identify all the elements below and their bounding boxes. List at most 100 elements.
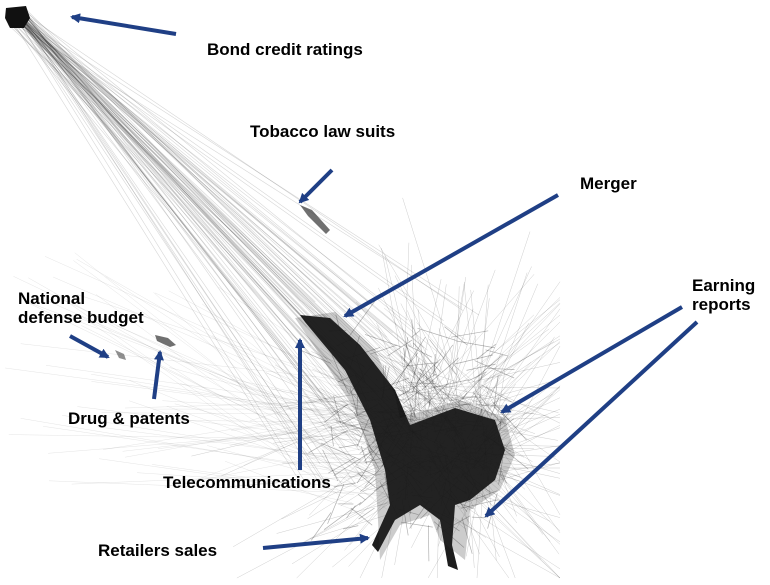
- network-edge: [411, 330, 421, 338]
- network-edge: [376, 322, 415, 422]
- network-edge: [11, 25, 403, 437]
- network-edge: [207, 445, 395, 497]
- network-edge: [414, 343, 442, 385]
- network-edge: [424, 290, 475, 386]
- network-edge: [296, 470, 406, 579]
- network-edge: [22, 17, 424, 348]
- network-edge: [11, 13, 444, 322]
- network-edge: [487, 413, 534, 416]
- network-edge: [409, 350, 418, 433]
- network-edge: [466, 490, 498, 503]
- network-edge: [474, 302, 561, 383]
- network-edge: [17, 10, 321, 484]
- network-edge: [394, 275, 467, 420]
- network-edge: [433, 353, 436, 376]
- label-defense-line-2: defense budget: [18, 308, 144, 327]
- network-edge: [21, 24, 332, 343]
- network-edge: [73, 260, 370, 481]
- network-edge: [368, 457, 374, 461]
- network-edge: [483, 341, 555, 383]
- network-edge: [101, 412, 368, 415]
- network-edge: [474, 354, 504, 379]
- network-edge: [350, 507, 373, 526]
- network-edge: [473, 308, 561, 432]
- network-edge: [487, 367, 515, 370]
- network-edge: [360, 445, 368, 465]
- network-edge: [395, 370, 405, 386]
- label-drug-patents: Drug & patents: [68, 409, 190, 428]
- network-edge: [26, 16, 428, 351]
- network-edge: [462, 490, 561, 518]
- network-edge: [407, 391, 549, 417]
- network-edge: [231, 412, 360, 431]
- network-edge: [481, 384, 512, 403]
- network-edge: [331, 354, 349, 395]
- network-edge: [403, 347, 406, 358]
- network-edge: [122, 424, 359, 452]
- network-edge: [416, 322, 490, 405]
- network-edge: [343, 304, 469, 417]
- network-edge: [16, 14, 469, 412]
- network-edge: [26, 20, 332, 324]
- tobacco-cluster: [300, 205, 330, 234]
- network-edge: [485, 384, 561, 515]
- network-edge: [15, 12, 407, 347]
- network-edge: [370, 344, 397, 355]
- label-tobacco-law-suits: Tobacco law suits: [250, 122, 396, 141]
- network-edge: [158, 413, 460, 449]
- network-edge: [26, 22, 323, 403]
- arrow-earning-lower: [484, 320, 699, 518]
- network-edge: [20, 18, 392, 438]
- network-edge: [21, 21, 408, 321]
- arrow-retail: [262, 533, 370, 550]
- network-edge: [24, 13, 464, 311]
- network-edge: [457, 393, 523, 414]
- network-edge: [21, 10, 424, 394]
- network-edge: [162, 400, 345, 412]
- network-edge: [14, 18, 411, 347]
- network-edge: [335, 420, 369, 432]
- network-edge: [421, 357, 459, 391]
- network-edge: [429, 344, 454, 378]
- network-edge: [429, 339, 457, 375]
- label-merger: Merger: [580, 174, 637, 193]
- network-edge: [381, 248, 409, 394]
- network-edge: [22, 14, 303, 350]
- network-edge: [26, 10, 438, 421]
- network-edge: [23, 25, 328, 486]
- network-edge: [403, 336, 426, 371]
- network-edge: [54, 292, 339, 490]
- network-edge: [129, 380, 377, 482]
- network-edge: [218, 286, 463, 447]
- network-edge: [367, 447, 380, 470]
- network-edge: [456, 314, 561, 399]
- network-edge: [466, 363, 496, 371]
- network-edge: [460, 499, 499, 509]
- network-edge: [443, 277, 466, 434]
- network-edge: [25, 23, 362, 437]
- network-edge: [356, 301, 447, 413]
- network-edge: [402, 197, 462, 386]
- network-edge: [413, 381, 418, 418]
- network-edge: [348, 297, 378, 338]
- network-edge: [474, 360, 515, 379]
- network-edge: [333, 450, 373, 476]
- network-edge: [71, 470, 407, 485]
- network-edge: [25, 10, 367, 370]
- network-edge: [493, 406, 510, 421]
- network-edge: [166, 405, 428, 499]
- network-edge: [232, 444, 409, 548]
- network-edge: [20, 10, 447, 419]
- network-edge: [20, 23, 466, 341]
- network-edge: [322, 449, 339, 482]
- network-edge: [22, 24, 307, 328]
- network-edge: [18, 17, 377, 339]
- network-edge: [403, 389, 421, 404]
- network-edge: [22, 23, 311, 355]
- network-edge: [323, 502, 362, 530]
- network-edge: [462, 392, 468, 401]
- network-edge: [16, 19, 326, 485]
- network-edge: [384, 255, 423, 410]
- network-edge: [417, 358, 441, 381]
- network-edge: [208, 372, 403, 488]
